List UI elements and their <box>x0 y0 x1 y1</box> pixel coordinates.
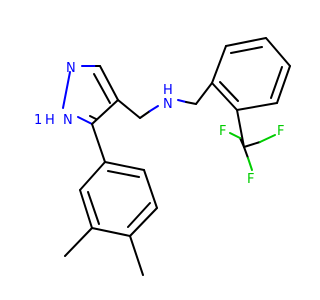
bond-cf3-fright <box>243 141 261 148</box>
bond-c5-n2-double <box>89 115 97 120</box>
bond-c4-c5 <box>91 99 119 125</box>
atom-label-n1: N <box>66 61 76 76</box>
molecule-canvas: N 1 H N H N F F F <box>34 37 291 276</box>
bond-cf3-fbottom <box>243 146 249 159</box>
bond-nh-ch2b-n <box>177 99 187 103</box>
bond-a1-a2 <box>79 161 106 191</box>
bond-cf3-fright-f <box>259 134 276 143</box>
bond-b3-b4 <box>265 37 291 67</box>
atom-label-f-top: F <box>219 124 226 139</box>
bond-a6-a1-inner <box>107 170 140 178</box>
bond-b1-b2 <box>211 45 227 84</box>
bond-nh-ch2b <box>185 101 197 105</box>
bond-c3-c4 <box>99 65 119 101</box>
bond-a4-a5 <box>129 207 158 237</box>
bond-b2-b3-inner <box>230 46 263 54</box>
bond-ch2-nh <box>139 110 151 119</box>
bond-ch2-nh-n <box>149 105 159 112</box>
bond-a2-a3-inner <box>87 191 100 225</box>
bond-c5-aryl <box>91 123 106 163</box>
atom-label-f-right: F <box>277 124 284 139</box>
bond-cf3-ftop <box>239 137 245 148</box>
bond-c4-ch2 <box>117 99 141 119</box>
bond-a5-a6 <box>143 169 158 209</box>
bond-b5-b6 <box>236 102 278 111</box>
atom-label-amine-n: N <box>163 97 173 112</box>
bond-cf3-ftop-f <box>229 132 241 139</box>
bond-ring-cf3 <box>236 109 245 148</box>
bond-n1-n2 <box>62 71 71 109</box>
bond-ch2b-ring <box>195 82 213 105</box>
bond-a3-a4 <box>91 227 131 237</box>
structure-drawing: N 1 H N H N F F F <box>34 37 291 276</box>
bond-a2-a3 <box>79 189 93 229</box>
atom-label-amine-h: H <box>163 83 173 98</box>
bond-b4-b5-inner <box>270 66 283 99</box>
bond-cf3-fbottom-f <box>247 157 253 171</box>
bond-b4-b5 <box>276 65 291 104</box>
bond-c3-c4-double <box>93 73 111 104</box>
bond-a4-a5-inner <box>127 202 151 228</box>
bond-b6-b1 <box>211 82 238 111</box>
bond-methyl-a4 <box>129 235 144 276</box>
bond-c5-n2 <box>77 116 93 125</box>
atom-label-nh-n: N <box>63 113 73 128</box>
atom-label-f-bottom: F <box>247 172 254 187</box>
atom-label-nh-prefix: 1 <box>34 113 42 128</box>
bond-b6-b1-inner <box>219 81 239 102</box>
bond-a6-a1 <box>104 161 145 171</box>
atom-label-nh-h: H <box>45 113 55 128</box>
bond-b2-b3 <box>225 37 267 47</box>
bond-methyl-a3 <box>64 227 93 257</box>
